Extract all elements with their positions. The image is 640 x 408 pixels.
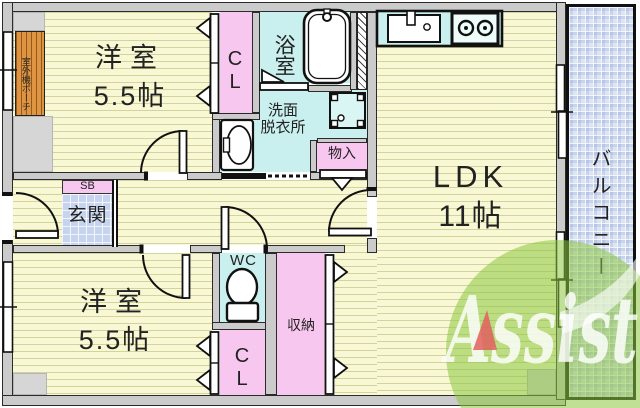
small-storage-floor — [317, 143, 367, 170]
bathtub — [302, 8, 352, 85]
wall-hall-top-2 — [187, 172, 222, 180]
pipe-space-hatch — [357, 12, 367, 90]
closet-top-label: CL — [224, 48, 246, 94]
wall-block-porch-top — [13, 12, 45, 31]
storage-door — [324, 254, 349, 395]
washroom-sliding-door — [222, 173, 310, 179]
bath-door — [259, 68, 309, 91]
entrance-door — [2, 192, 59, 244]
closet-bottom-door — [195, 331, 220, 395]
ldk-name: LDK — [432, 159, 509, 194]
entrance-floor — [62, 194, 113, 247]
closet-top-floor — [220, 12, 252, 113]
bath-label: 浴室 — [272, 34, 296, 76]
wall-small-storage-top — [317, 138, 367, 143]
room-bedroom-bottom-floor — [13, 253, 212, 395]
storage-floor — [277, 253, 325, 395]
washroom-label-line2: 脱衣所 — [260, 119, 306, 136]
wall-block-porch-bottom — [13, 116, 53, 172]
washroom-label: 洗面 脱衣所 — [252, 102, 314, 136]
bedroom-top-name: 洋室 — [95, 43, 165, 73]
window-balcony-upper — [551, 64, 573, 159]
bedroom-bottom-door — [139, 244, 191, 299]
stove — [450, 11, 500, 46]
window-left-top — [0, 31, 17, 111]
entrance-door-opening — [2, 196, 13, 240]
shoe-box-label: SB — [80, 180, 95, 192]
balcony-label: バルコニー — [588, 148, 610, 283]
wc-label: WC — [230, 252, 257, 269]
small-storage-label: 物入 — [328, 145, 356, 161]
wall-small-storage-left — [310, 140, 317, 172]
closet-top-door — [195, 13, 220, 114]
ldk-size: 11帖 — [438, 200, 503, 233]
wall-washroom-right — [367, 12, 377, 197]
ldk-door — [328, 187, 377, 237]
wall-ldk-door-lower — [367, 238, 377, 253]
kitchen-counter — [375, 9, 504, 48]
wall-block-bedroom-bottom — [13, 373, 47, 395]
outdoor-unit-porch-floor — [15, 31, 45, 116]
closet-bottom-label: CL — [231, 345, 253, 391]
bedroom-top-size: 5.5帖 — [93, 81, 167, 111]
porch-label: 室外機ポーチ — [20, 57, 31, 111]
window-left-bottom — [0, 261, 17, 353]
storage-label: 収納 — [287, 317, 315, 333]
wall-storage-left — [265, 253, 277, 395]
toilet — [225, 267, 260, 323]
entrance-step — [112, 180, 118, 247]
bedroom-bottom-name: 洋室 — [80, 287, 150, 317]
washroom-label-line1: 洗面 — [267, 102, 298, 119]
small-storage-door — [319, 169, 367, 192]
closet-bottom-floor — [220, 330, 265, 395]
bedroom-top-door — [140, 130, 188, 181]
window-balcony-lower — [551, 231, 573, 328]
entrance-label: 玄関 — [67, 205, 108, 226]
wall-bath-left — [252, 12, 260, 113]
washing-machine-pan — [329, 92, 366, 129]
bedroom-bottom-size: 5.5帖 — [78, 325, 152, 355]
wash-basin — [219, 118, 255, 172]
wc-door — [220, 206, 268, 254]
